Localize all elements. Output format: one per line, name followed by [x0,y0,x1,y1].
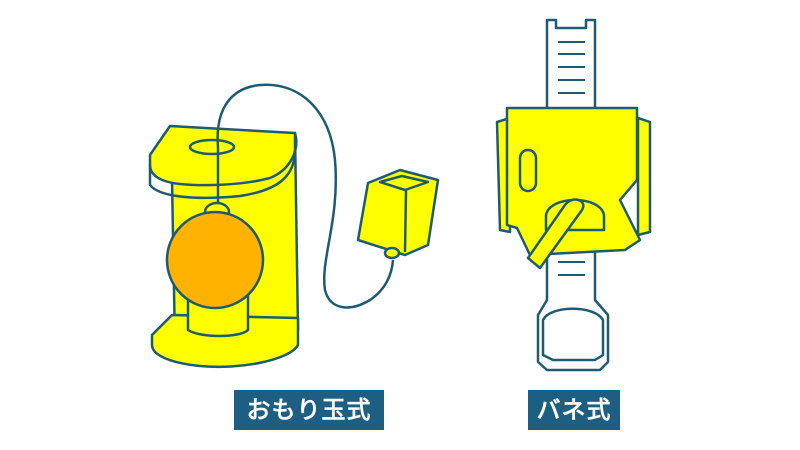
weight-type-label: おもり玉式 [234,390,384,430]
spring-type-label: バネ式 [528,390,620,430]
weight-type-device [148,83,440,369]
spring-type-device [495,18,652,372]
